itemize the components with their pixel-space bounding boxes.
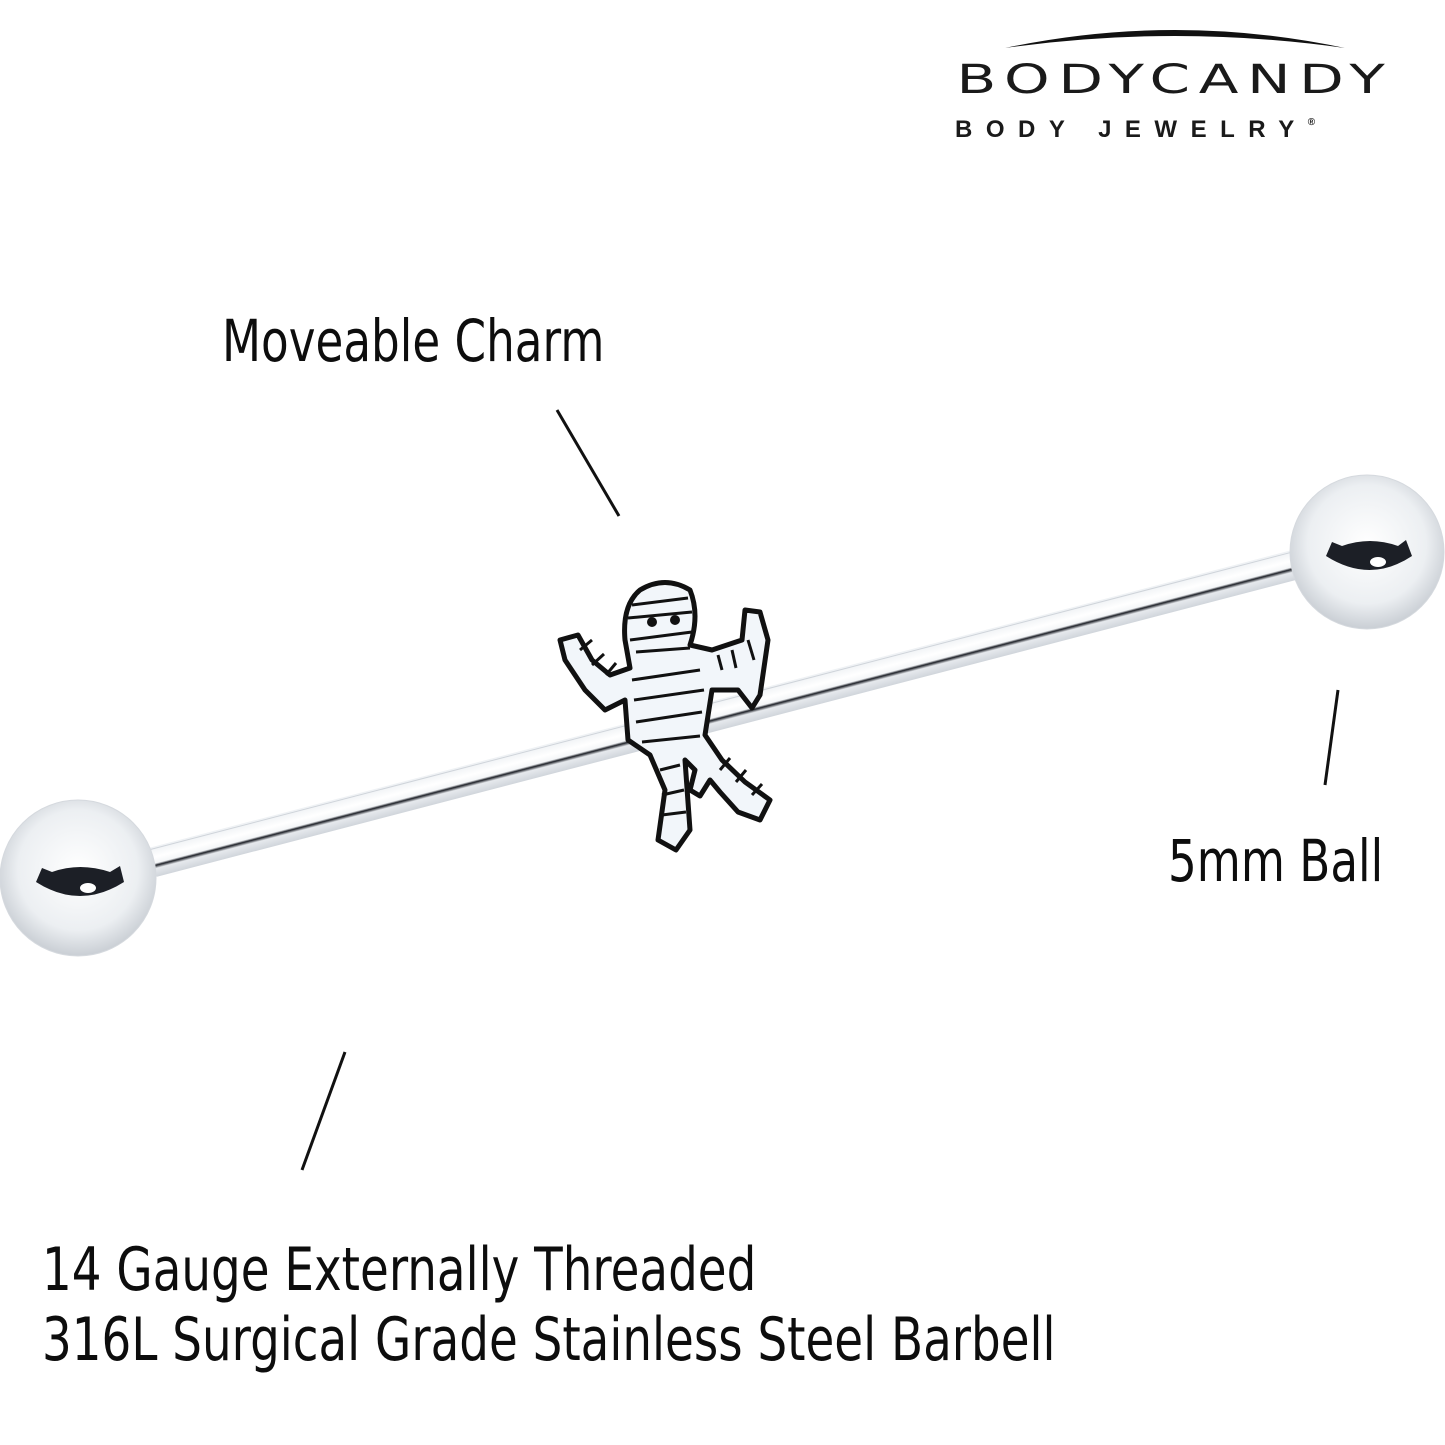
brand-tagline-text: BODY JEWELRY (955, 116, 1308, 143)
moveable-charm-label: Moveable Charm (222, 307, 605, 375)
spec-callout-line (300, 1051, 347, 1171)
mummy-charm-icon (557, 580, 773, 853)
material-spec-label: 316L Surgical Grade Stainless Steel Barb… (42, 1305, 1056, 1375)
registered-mark: ® (1307, 117, 1316, 128)
brand-tagline: BODY JEWELRY® (955, 118, 1425, 142)
left-ball-icon (0, 799, 157, 957)
barbell-shaft (146, 549, 1305, 877)
right-ball-icon (1289, 474, 1445, 630)
ball-size-label: 5mm Ball (1168, 827, 1384, 895)
brand-name: BODYCANDY (956, 57, 1394, 103)
logo-swoosh-icon (1005, 30, 1345, 48)
charm-callout-line (555, 409, 621, 517)
ball-callout-line (1323, 689, 1340, 786)
gauge-spec-label: 14 Gauge Externally Threaded (42, 1235, 757, 1305)
brand-logo: BODYCANDY BODY JEWELRY® (915, 20, 1435, 142)
